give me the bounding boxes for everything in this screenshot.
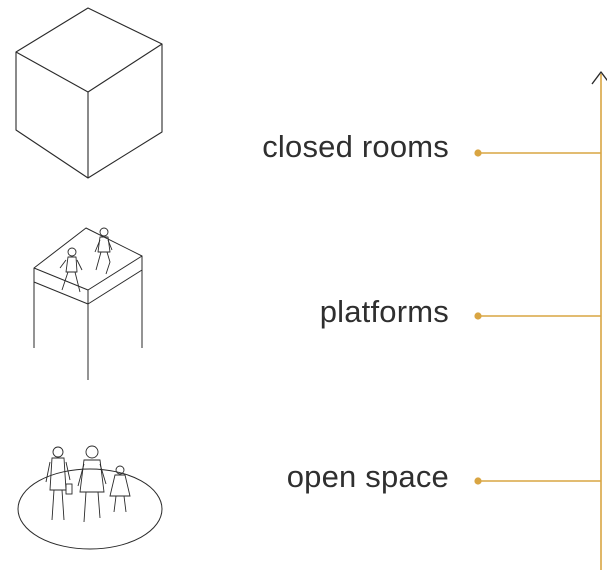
level-label-closed-rooms: closed rooms: [262, 129, 449, 164]
connector-dot-closed-rooms: [474, 149, 482, 157]
scale-axis: [591, 71, 607, 570]
connector-dot-platforms: [474, 312, 482, 320]
person-figure-icon: [59, 247, 83, 293]
open-ground-people-icon: [17, 445, 163, 550]
person-figure-icon: [45, 446, 73, 521]
closed-cube-icon: [15, 7, 163, 179]
level-label-open-space: open space: [286, 459, 449, 494]
person-figure-icon: [94, 227, 113, 275]
platform-people-icon: [33, 227, 143, 380]
person-figure-icon: [77, 445, 107, 523]
level-label-platforms: platforms: [319, 294, 449, 329]
level-connectors: [474, 149, 601, 485]
person-figure-icon: [109, 465, 131, 513]
arrow-up-icon: [591, 71, 607, 85]
connector-dot-open-space: [474, 477, 482, 485]
